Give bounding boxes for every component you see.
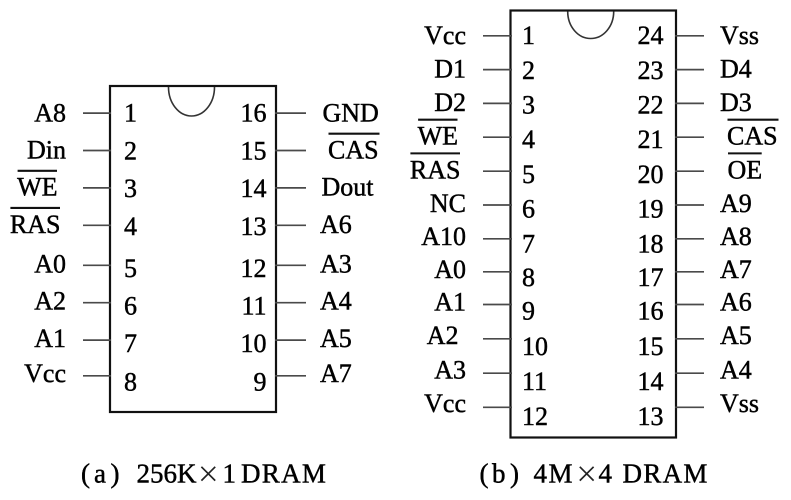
svg-text:16: 16 (638, 297, 664, 326)
svg-text:5: 5 (522, 160, 535, 189)
svg-text:(: ( (81, 459, 90, 489)
svg-text:A2: A2 (34, 287, 66, 316)
svg-text:D1: D1 (434, 55, 466, 84)
svg-text:D3: D3 (720, 88, 752, 117)
svg-text:D2: D2 (434, 88, 466, 117)
svg-text:A6: A6 (720, 287, 752, 316)
svg-text:17: 17 (638, 263, 664, 292)
svg-text:9: 9 (254, 368, 267, 397)
svg-text:18: 18 (638, 229, 664, 258)
svg-text:24: 24 (638, 21, 664, 50)
svg-text:2: 2 (522, 56, 535, 85)
svg-text:A8: A8 (720, 222, 752, 251)
svg-text:Vcc: Vcc (424, 21, 466, 50)
svg-text:11: 11 (241, 292, 266, 321)
svg-text:1: 1 (522, 21, 535, 50)
svg-text:WE: WE (17, 173, 57, 202)
svg-text:3: 3 (522, 91, 535, 120)
svg-text:8: 8 (124, 368, 137, 397)
svg-text:A10: A10 (421, 222, 466, 251)
svg-text:2: 2 (124, 136, 137, 165)
svg-text:23: 23 (638, 56, 664, 85)
svg-text:12: 12 (241, 254, 267, 283)
svg-text:A2: A2 (427, 321, 459, 350)
svg-text:Vcc: Vcc (424, 389, 466, 418)
svg-text:20: 20 (638, 160, 664, 189)
svg-text:A7: A7 (320, 359, 352, 388)
svg-text:A5: A5 (320, 324, 352, 353)
svg-text:8: 8 (522, 263, 535, 292)
svg-text:RAS: RAS (10, 210, 61, 239)
svg-text:16: 16 (241, 99, 267, 128)
svg-text:10: 10 (241, 329, 267, 358)
svg-text:14: 14 (241, 174, 267, 203)
svg-text:Dout: Dout (322, 173, 375, 202)
svg-text:4: 4 (522, 125, 535, 154)
svg-text:10: 10 (522, 332, 548, 361)
svg-text:RAS: RAS (410, 155, 461, 184)
svg-text:22: 22 (638, 91, 664, 120)
svg-text:DRAM: DRAM (623, 459, 709, 489)
svg-text:Vcc: Vcc (24, 359, 66, 388)
svg-text:12: 12 (522, 402, 548, 431)
svg-text:CAS: CAS (727, 122, 778, 151)
svg-text:DRAM: DRAM (241, 459, 327, 489)
svg-text:1: 1 (124, 99, 137, 128)
svg-text:WE: WE (418, 122, 458, 151)
svg-text:21: 21 (638, 125, 664, 154)
svg-text:3: 3 (124, 174, 137, 203)
svg-text:256K: 256K (137, 459, 198, 489)
svg-text:13: 13 (241, 212, 267, 241)
svg-text:): ) (111, 459, 120, 489)
svg-text:5: 5 (124, 254, 137, 283)
svg-text:A9: A9 (720, 189, 752, 218)
svg-text:CAS: CAS (328, 136, 379, 165)
svg-text:GND: GND (323, 99, 379, 128)
svg-text:A4: A4 (720, 355, 752, 384)
svg-text:13: 13 (638, 402, 664, 431)
svg-text:6: 6 (522, 195, 535, 224)
svg-text:Vss: Vss (720, 21, 759, 50)
svg-text:4: 4 (599, 459, 613, 489)
svg-text:4M: 4M (534, 459, 575, 489)
svg-text:Din: Din (27, 136, 66, 165)
svg-text:1: 1 (223, 459, 237, 489)
svg-text:A7: A7 (720, 255, 752, 284)
svg-text:D4: D4 (720, 55, 752, 84)
svg-text:(: ( (480, 459, 489, 489)
svg-text:7: 7 (124, 329, 137, 358)
svg-text:A1: A1 (34, 324, 66, 353)
svg-text:7: 7 (522, 229, 535, 258)
svg-text:19: 19 (638, 195, 664, 224)
svg-text:A5: A5 (720, 321, 752, 350)
svg-text:A4: A4 (320, 287, 352, 316)
svg-text:b: b (492, 459, 506, 489)
svg-text:14: 14 (638, 367, 664, 396)
svg-text:A3: A3 (320, 250, 352, 279)
svg-text:15: 15 (638, 332, 664, 361)
svg-text:6: 6 (124, 292, 137, 321)
svg-text:OE: OE (728, 155, 763, 184)
svg-text:A1: A1 (434, 287, 466, 316)
svg-text:9: 9 (522, 297, 535, 326)
svg-text:A6: A6 (320, 210, 352, 239)
svg-text:4: 4 (124, 212, 137, 241)
svg-text:11: 11 (522, 367, 547, 396)
svg-text:a: a (94, 459, 106, 489)
svg-text:A8: A8 (34, 99, 66, 128)
svg-text:): ) (510, 459, 519, 489)
svg-text:Vss: Vss (720, 389, 759, 418)
svg-text:A3: A3 (434, 355, 466, 384)
svg-text:A0: A0 (434, 255, 466, 284)
svg-text:15: 15 (241, 136, 267, 165)
svg-text:A0: A0 (34, 250, 66, 279)
svg-text:NC: NC (430, 189, 466, 218)
